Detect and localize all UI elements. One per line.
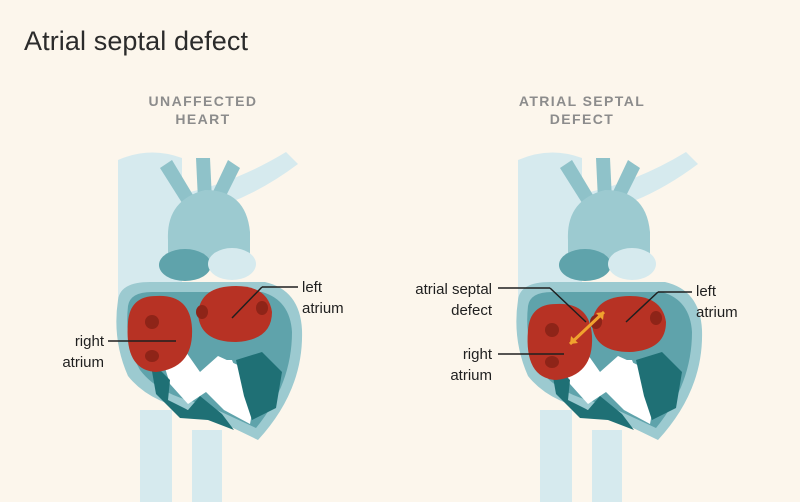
label-right-atrium-asd: right atrium (420, 344, 492, 386)
right-atrium-shape (527, 303, 593, 380)
label-line: atrium (696, 304, 738, 321)
label-line: defect (451, 302, 492, 319)
label-line: left (302, 279, 323, 296)
left-atrium-shape (592, 296, 666, 352)
heading-line: HEART (175, 111, 231, 127)
panel-heading-asd: ATRIAL SEPTAL DEFECT (482, 92, 682, 128)
heading-line: UNAFFECTED (148, 93, 258, 109)
label-line: left (696, 283, 717, 300)
page-title: Atrial septal defect (24, 26, 249, 56)
panel-heading-unaffected: UNAFFECTED HEART (103, 92, 303, 128)
label-septal-defect: atrial septal defect (396, 279, 492, 321)
right-atrium-shape (127, 295, 193, 372)
label-line: right (74, 333, 104, 350)
label-line: atrium (302, 300, 344, 317)
heart-unaffected (108, 152, 303, 502)
label-left-atrium-asd: left atrium (696, 281, 738, 323)
label-left-atrium-unaffected: left atrium (302, 277, 344, 319)
label-line: right (462, 346, 492, 363)
label-line: atrium (62, 354, 104, 371)
label-line: atrial septal (415, 281, 492, 298)
septal-defect-arrow (568, 310, 606, 346)
heading-line: DEFECT (549, 111, 615, 127)
heart-asd (498, 152, 703, 502)
heading-line: ATRIAL SEPTAL (518, 93, 646, 109)
label-right-atrium-unaffected: right atrium (40, 331, 104, 373)
label-line: atrium (450, 367, 492, 384)
